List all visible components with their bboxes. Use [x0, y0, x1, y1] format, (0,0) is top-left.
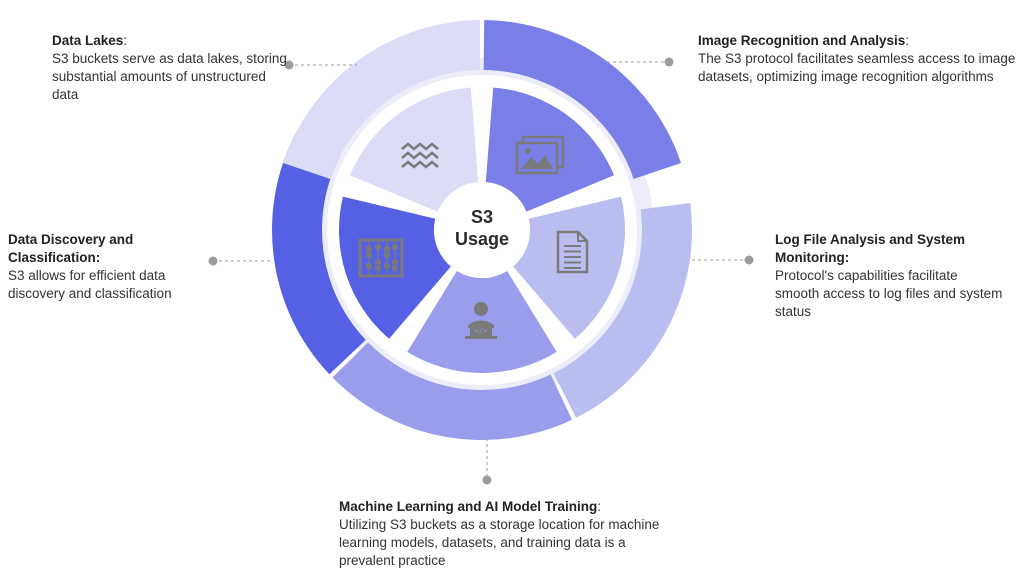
outer-segment-image: [483, 20, 682, 179]
callout-log-analysis-body: Protocol's capabilities facilitate smoot…: [775, 268, 1003, 319]
callout-ml-training: Machine Learning and AI Model Training: …: [339, 498, 679, 570]
callout-data-discovery: Data Discovery and Classification: S3 al…: [8, 231, 208, 303]
leader-dot-lakes: [284, 60, 294, 70]
outer-segment-log: [553, 202, 692, 418]
outer-segment-discovery: [271, 133, 366, 375]
svg-text:</>: </>: [475, 327, 488, 335]
callout-log-analysis: Log File Analysis and System Monitoring:…: [775, 231, 1005, 321]
callout-image-recognition-suffix: :: [905, 33, 910, 48]
leader-dot-ml: [482, 475, 492, 485]
callout-image-recognition: Image Recognition and Analysis: The S3 p…: [698, 32, 1018, 86]
outer-segment-ml: [332, 342, 573, 440]
outer-segment-lakes: [282, 20, 481, 179]
callout-ml-training-suffix: :: [597, 499, 602, 514]
callout-data-discovery-body: S3 allows for efficient data discovery a…: [8, 268, 172, 301]
center-label-line1: S3: [470, 207, 494, 227]
leader-dot-image: [664, 57, 674, 67]
callout-data-discovery-title: Data Discovery and Classification:: [8, 232, 134, 265]
callout-log-analysis-title: Log File Analysis and System Monitoring:: [775, 232, 966, 265]
callout-ml-training-title: Machine Learning and AI Model Training: [339, 499, 598, 514]
center-label-line2: Usage: [454, 229, 510, 249]
document-icon: [556, 230, 589, 274]
callout-data-lakes-title: Data Lakes: [52, 33, 124, 48]
callout-image-recognition-title: Image Recognition and Analysis: [698, 33, 906, 48]
waves-icon: [401, 142, 439, 169]
leader-dot-discovery: [208, 256, 218, 266]
image-gallery-icon: [515, 135, 565, 175]
center-label: S3 Usage: [432, 206, 532, 250]
user-laptop-icon: </>: [465, 302, 497, 339]
callout-ml-training-body: Utilizing S3 buckets as a storage locati…: [339, 517, 660, 568]
leader-dot-log: [744, 255, 754, 265]
callout-data-lakes-body: S3 buckets serve as data lakes, storing …: [52, 51, 287, 102]
abacus-icon: [358, 238, 404, 278]
callout-data-lakes: Data Lakes: S3 buckets serve as data lak…: [52, 32, 292, 104]
callout-image-recognition-body: The S3 protocol facilitates seamless acc…: [698, 51, 1016, 84]
center-disc: [434, 182, 530, 278]
callout-data-lakes-suffix: :: [123, 33, 128, 48]
